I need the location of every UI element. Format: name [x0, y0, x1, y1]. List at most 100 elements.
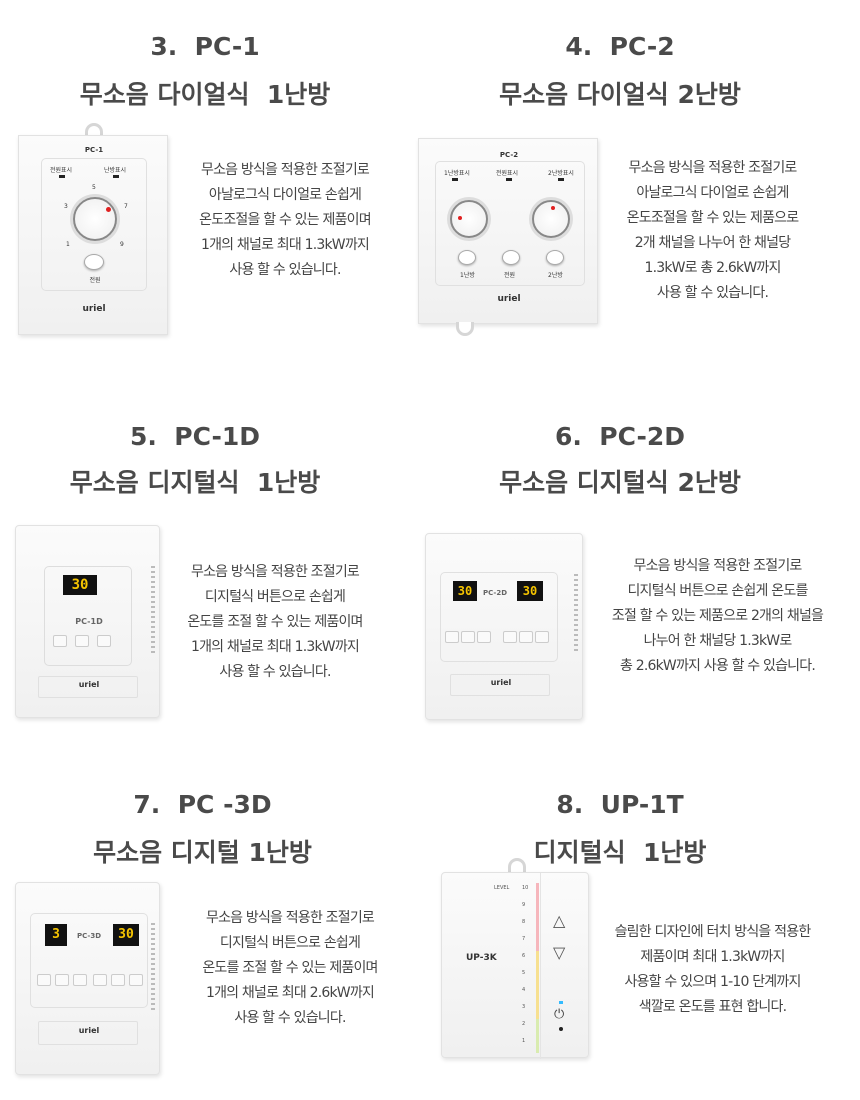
- product-image-pc2d: 30 30 PC-2D uriel: [425, 533, 583, 720]
- temperature-dial-2[interactable]: [532, 200, 570, 238]
- button[interactable]: [37, 974, 51, 986]
- button[interactable]: [129, 974, 143, 986]
- description-line: 1개의 채널로 최대 1.3kW까지: [201, 237, 370, 253]
- level-tick: 5: [522, 970, 526, 976]
- description-line: 색깔로 온도를 표현 합니다.: [638, 999, 787, 1015]
- led-indicator: [113, 175, 119, 178]
- button[interactable]: [461, 631, 475, 643]
- description-line: 제품이며 최대 1.3kW까지: [640, 949, 785, 965]
- label-plate: uriel: [38, 676, 138, 698]
- button[interactable]: [445, 631, 459, 643]
- brand-logo: uriel: [82, 304, 106, 314]
- description-line: 1개의 채널로 최대 2.6kW까지: [206, 985, 375, 1001]
- description-line: 2개 채널을 나누어 한 채널당: [634, 235, 791, 251]
- level-tick: 8: [522, 919, 526, 925]
- label-plate: uriel: [450, 674, 550, 696]
- description-line: 온도조절을 할 수 있는 제품이며: [199, 212, 371, 228]
- device-model: PC-3D: [77, 932, 102, 940]
- brand-logo: uriel: [497, 294, 521, 304]
- product-subtitle: 무소음 디지털식 1난방: [69, 468, 321, 497]
- vent: [574, 574, 578, 654]
- description-line: 사용 할 수 있습니다.: [234, 1010, 346, 1026]
- product-image-pc1d: 30 PC-1D uriel: [15, 525, 160, 718]
- device-label: 난방표시: [104, 167, 127, 174]
- dial-number: 1: [66, 241, 70, 248]
- brand-logo: uriel: [78, 1026, 100, 1035]
- device-panel: 1난방표시 전원표시 2난방표시 1난방 전원 2난방: [435, 161, 585, 286]
- product-image-pc3d: 3 30 PC-3D uriel: [15, 882, 160, 1075]
- level-bar: [536, 883, 539, 1053]
- power-led: [559, 1001, 563, 1004]
- channel2-button[interactable]: [546, 250, 564, 265]
- power-button[interactable]: [502, 250, 520, 265]
- power-button[interactable]: [84, 254, 104, 270]
- description-line: 조절 할 수 있는 제품으로 2개의 채널을: [611, 608, 824, 624]
- led-indicator: [59, 175, 65, 178]
- level-tick: 6: [522, 953, 526, 959]
- temperature-display-2: 30: [517, 581, 543, 601]
- device-panel: 30 30 PC-2D: [440, 572, 558, 662]
- level-tick: 7: [522, 936, 526, 942]
- level-tick: 2: [522, 1021, 526, 1027]
- product-subtitle: 무소음 다이얼식 2난방: [499, 80, 741, 109]
- description-line: 나누어 한 채널당 1.3kW로: [643, 633, 793, 649]
- device-model: PC-2: [499, 151, 519, 159]
- dot-button[interactable]: [559, 1027, 563, 1031]
- description-line: 1.3kW로 총 2.6kW까지: [644, 260, 781, 276]
- level-label: LEVEL: [494, 885, 510, 891]
- product-subtitle: 무소음 디지털식 2난방: [499, 468, 741, 497]
- label-plate: uriel: [38, 1021, 138, 1045]
- temperature-display: 30: [113, 924, 139, 946]
- temperature-dial[interactable]: [73, 197, 117, 241]
- description-line: 온도를 조절 할 수 있는 제품이며: [187, 614, 363, 630]
- power-icon[interactable]: ⏻: [554, 1007, 565, 1022]
- temperature-dial-1[interactable]: [450, 200, 488, 238]
- description-line: 온도조절을 할 수 있는 제품으로: [626, 210, 799, 226]
- button[interactable]: [503, 631, 517, 643]
- description-line: 디지털식 버튼으로 손쉽게: [219, 935, 361, 951]
- brand-logo: uriel: [490, 678, 512, 687]
- product-title: 6. PC-2D: [554, 422, 686, 451]
- level-tick: 3: [522, 1004, 526, 1010]
- device-label: 2난방표시: [548, 170, 574, 177]
- led-indicator: [506, 178, 512, 181]
- button[interactable]: [111, 974, 125, 986]
- up-button[interactable]: [97, 635, 111, 647]
- dial-number: 7: [124, 203, 128, 210]
- description-line: 사용 할 수 있습니다.: [656, 285, 769, 301]
- temperature-display-1: 30: [453, 581, 477, 601]
- button[interactable]: [73, 974, 87, 986]
- button[interactable]: [93, 974, 107, 986]
- brand-logo: uriel: [78, 680, 100, 689]
- button[interactable]: [519, 631, 533, 643]
- up-arrow-icon[interactable]: △: [553, 911, 566, 930]
- button[interactable]: [477, 631, 491, 643]
- product-subtitle: 무소음 다이얼식 1난방: [79, 80, 331, 109]
- down-button[interactable]: [53, 635, 67, 647]
- button[interactable]: [55, 974, 69, 986]
- description-line: 디지털식 버튼으로 손쉽게: [204, 589, 346, 605]
- touch-panel: △ ▽ ⏻: [540, 873, 586, 1059]
- button[interactable]: [535, 631, 549, 643]
- dial-number: 5: [92, 184, 96, 191]
- description-line: 무소음 방식을 적용한 조절기로: [628, 160, 798, 176]
- power-button[interactable]: [75, 635, 89, 647]
- description-line: 아날로그식 다이얼로 손쉽게: [208, 187, 362, 203]
- device-label: 전원: [89, 277, 101, 284]
- temperature-display: 30: [63, 575, 97, 595]
- down-arrow-icon[interactable]: ▽: [553, 943, 566, 962]
- product-title: 5. PC-1D: [129, 422, 261, 451]
- dial-number: 3: [64, 203, 68, 210]
- description-line: 무소음 방식을 적용한 조절기로: [201, 162, 370, 178]
- device-label: 1난방표시: [444, 170, 470, 177]
- channel1-button[interactable]: [458, 250, 476, 265]
- device-label: 전원: [504, 272, 516, 279]
- product-subtitle: 무소음 디지털 1난방: [93, 838, 312, 867]
- timer-display: 3: [45, 924, 67, 946]
- hanger-icon: [456, 322, 474, 336]
